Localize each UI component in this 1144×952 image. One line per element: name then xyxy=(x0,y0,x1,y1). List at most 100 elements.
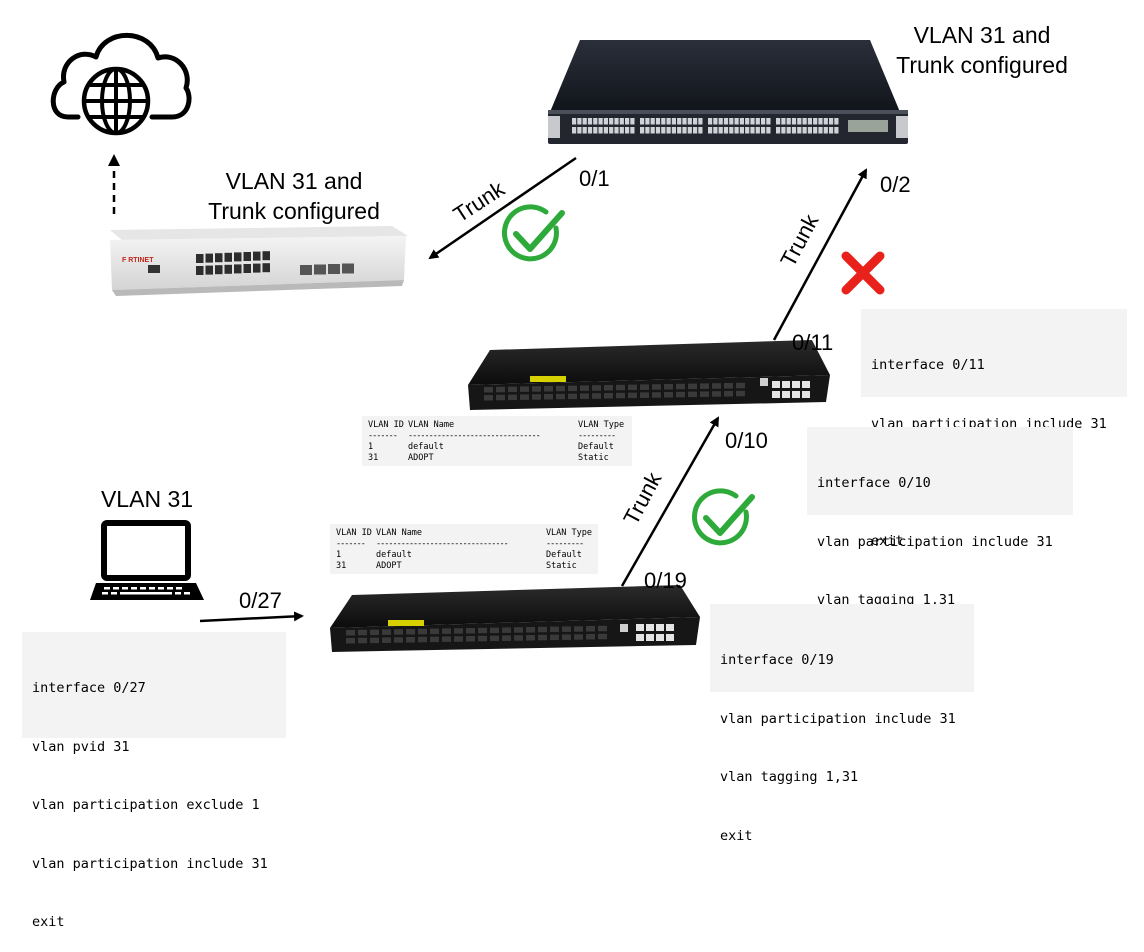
sfp-port xyxy=(478,627,487,634)
table-cell: Default xyxy=(546,550,582,560)
ethernet-port xyxy=(829,127,834,134)
sfp-port xyxy=(526,627,535,633)
sfp-port xyxy=(592,393,601,399)
sfp-port xyxy=(544,386,553,392)
ethernet-port xyxy=(723,127,729,134)
ethernet-port xyxy=(682,118,687,125)
ethernet-port xyxy=(723,118,729,125)
sfp-port xyxy=(616,392,625,399)
ethernet-port xyxy=(577,127,582,134)
table-row: 31 ADOPT Static xyxy=(368,453,626,464)
sfp-port xyxy=(586,626,595,632)
ethernet-port xyxy=(708,118,713,125)
sfp-port xyxy=(532,386,541,392)
ethernet-port xyxy=(734,118,739,125)
label-line: Trunk configured xyxy=(896,52,1068,78)
sfp-port xyxy=(418,636,427,643)
config-line: vlan participation include 31 xyxy=(720,710,956,727)
ethernet-port xyxy=(677,118,682,125)
ethernet-port xyxy=(619,118,624,125)
sfp-port xyxy=(604,393,613,399)
ethernet-port xyxy=(598,118,603,125)
ethernet-port xyxy=(655,127,661,134)
separator-cell: --------- xyxy=(578,431,616,441)
ethernet-port xyxy=(745,118,750,125)
sfp-port xyxy=(640,392,649,398)
cloud-globe-icon xyxy=(50,33,192,136)
ethernet-port xyxy=(682,127,687,134)
sfp-port xyxy=(562,634,571,640)
separator-cell: ------- xyxy=(368,431,398,441)
ethernet-port xyxy=(750,127,755,134)
ethernet-port xyxy=(645,127,650,134)
ethernet-port xyxy=(196,266,204,275)
cross-icon xyxy=(841,251,885,295)
separator-cell: --------- xyxy=(546,539,584,549)
sfp-port xyxy=(556,385,565,392)
sfp-port xyxy=(382,637,391,643)
vlan-table-header: VLAN ID VLAN Name VLAN Type xyxy=(368,420,626,431)
table-cell: 1 xyxy=(336,550,342,560)
ethernet-port xyxy=(671,118,676,125)
ethernet-port xyxy=(729,127,734,134)
port-label-0-10: 0/10 xyxy=(725,428,768,453)
sfp-port xyxy=(442,636,451,642)
sfp-port xyxy=(664,392,673,398)
sfp-port xyxy=(628,384,637,391)
ethernet-port xyxy=(786,127,791,134)
sfp-port xyxy=(520,394,529,400)
vlan-table-access: VLAN ID VLAN Name VLAN Type ------- ----… xyxy=(330,524,598,574)
sfp-port xyxy=(496,394,505,401)
ethernet-port xyxy=(687,118,692,125)
ethernet-port xyxy=(713,118,718,125)
ethernet-port xyxy=(782,381,790,388)
table-row: 1 default Default xyxy=(336,550,592,561)
ethernet-port xyxy=(656,634,664,641)
ethernet-port xyxy=(650,127,655,134)
sfp-port xyxy=(394,637,403,643)
ethernet-port xyxy=(661,127,666,134)
ethernet-port xyxy=(755,127,760,134)
ethernet-port xyxy=(745,127,750,134)
ethernet-port xyxy=(776,127,781,134)
port-label-0-19: 0/19 xyxy=(644,568,687,593)
ethernet-port xyxy=(640,118,645,125)
header-cell: VLAN Name xyxy=(408,420,455,430)
sfp-port xyxy=(574,634,583,640)
ethernet-port xyxy=(802,127,807,134)
ethernet-port xyxy=(196,254,204,263)
ethernet-port xyxy=(781,127,786,134)
ethernet-port xyxy=(587,127,593,134)
sfp-port xyxy=(556,393,565,400)
sfp-port xyxy=(502,627,511,633)
header-cell: VLAN Type xyxy=(545,528,592,538)
separator-cell: -------------------------------- xyxy=(376,539,509,549)
sfp-port xyxy=(700,383,709,389)
sfp-port xyxy=(526,635,535,641)
separator-cell: -------------------------------- xyxy=(408,431,541,441)
ethernet-port xyxy=(661,118,666,125)
ethernet-port xyxy=(671,127,676,134)
ethernet-port xyxy=(823,127,828,134)
config-line: interface 0/10 xyxy=(817,475,931,491)
sfp-port xyxy=(406,637,415,643)
config-line: vlan participation include 31 xyxy=(32,855,268,872)
ethernet-port xyxy=(609,118,614,125)
sfp-port xyxy=(430,628,439,635)
ethernet-port xyxy=(739,127,744,134)
sfp-port xyxy=(538,634,547,641)
sfp-port xyxy=(346,638,355,644)
sfp-port xyxy=(652,392,661,398)
config-line: vlan tagging 1,31 xyxy=(720,769,859,785)
table-row: 1 default Default xyxy=(368,442,626,453)
port-label-0-1: 0/1 xyxy=(579,166,610,191)
table-cell: 31 xyxy=(368,453,379,463)
lcd-panel xyxy=(848,120,888,132)
sfp-port xyxy=(484,387,493,393)
table-row: 31 ADOPT Static xyxy=(336,561,592,572)
sfp-port xyxy=(358,637,367,644)
sfp-port xyxy=(466,636,475,642)
access-link-laptop-to-switch xyxy=(199,611,304,623)
sfp-port xyxy=(724,383,733,389)
ethernet-port xyxy=(761,118,766,125)
